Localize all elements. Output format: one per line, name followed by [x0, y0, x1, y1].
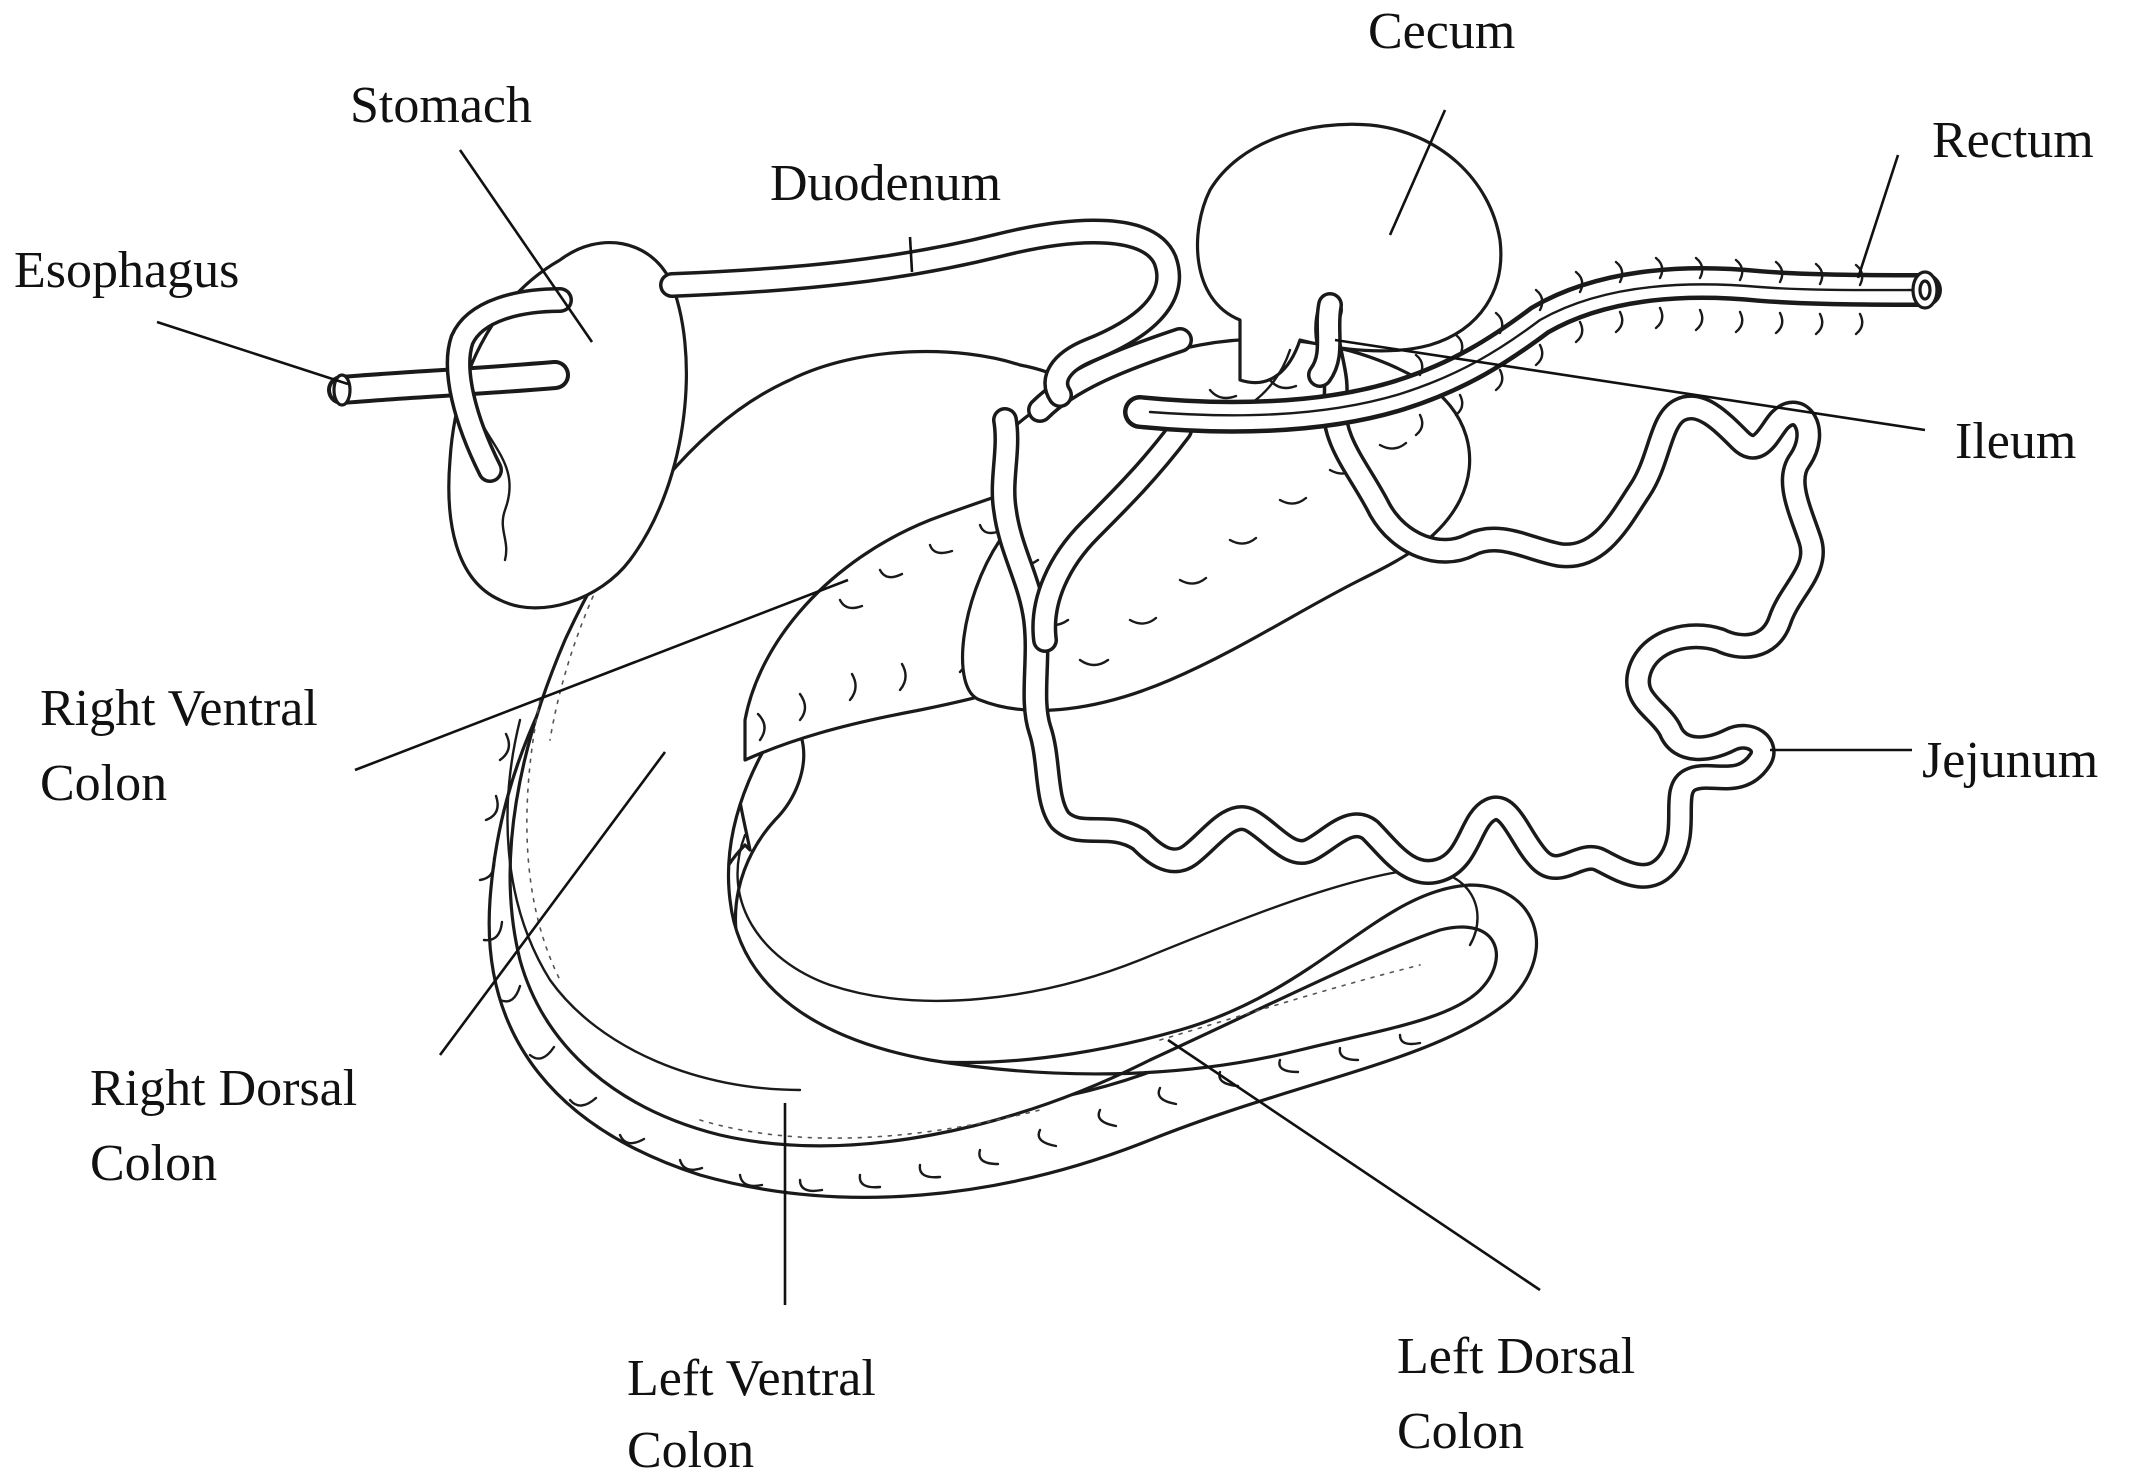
cecum-leader: [1388, 109, 1447, 236]
label-duodenum: Duodenum: [770, 155, 1001, 212]
small-colon-centerline: [1148, 283, 1917, 417]
cecum-body: [1195, 122, 1503, 385]
label-right-ventral-colon-line2: Colon: [40, 755, 167, 812]
duodenum-leader: [908, 236, 914, 273]
haustra-outer: [478, 732, 1422, 1193]
rectum-leader: [1856, 154, 1900, 279]
label-right-dorsal-colon: Right Dorsal Colon: [90, 1060, 370, 1192]
label-cecum: Cecum: [1368, 3, 1515, 60]
label-left-ventral-colon-line1: Left Ventral: [627, 1350, 876, 1407]
esophagus-leader: [156, 320, 349, 386]
label-right-dorsal-colon-line1: Right Dorsal: [90, 1060, 357, 1117]
small-intestine-limb-lumen: [1034, 420, 1190, 650]
stomach-group: [327, 218, 1182, 610]
rectum-opening-inner: [1918, 279, 1932, 301]
ileum-tube-lumen: [1310, 295, 1340, 385]
small-colon-rectum: [1123, 256, 1942, 437]
label-left-dorsal-colon: Left Dorsal Colon: [1397, 1328, 1648, 1460]
label-right-dorsal-colon-line2: Colon: [90, 1135, 217, 1192]
label-right-ventral-colon: Right Ventral Colon: [40, 680, 331, 812]
label-rectum: Rectum: [1932, 112, 2094, 169]
right-dorsal-colon-leader: [438, 751, 667, 1056]
label-right-ventral-colon-line1: Right Ventral: [40, 680, 318, 737]
label-left-ventral-colon: Left Ventral Colon: [627, 1350, 889, 1479]
label-ileum: Ileum: [1955, 413, 2076, 470]
small-colon-sacculations: [1414, 256, 1864, 437]
esophagus-lumen: [331, 364, 566, 401]
label-stomach: Stomach: [350, 77, 532, 134]
left-dorsal-colon-leader: [1167, 1038, 1541, 1292]
stomach-leader: [458, 149, 594, 343]
cecum: [1195, 122, 1503, 412]
right-ventral-colon-leader: [354, 578, 849, 772]
labels: Esophagus Stomach Duodenum Cecum Rectum …: [14, 3, 2098, 1479]
duodenum-lumen: [449, 221, 1178, 480]
colon-right-edge-line: [506, 718, 802, 1092]
small-intestine: [990, 297, 1825, 889]
label-jejunum: Jejunum: [1922, 732, 2098, 789]
ileum-leader: [1334, 338, 1926, 432]
label-esophagus: Esophagus: [14, 242, 239, 299]
label-left-dorsal-colon-line2: Colon: [1397, 1403, 1524, 1460]
label-left-dorsal-colon-line1: Left Dorsal: [1397, 1328, 1635, 1385]
stomach-inner-fold: [478, 418, 511, 562]
leader-lines: [156, 109, 1926, 1305]
label-left-ventral-colon-line2: Colon: [627, 1422, 754, 1479]
jejunum-tube-lumen: [994, 300, 1822, 886]
